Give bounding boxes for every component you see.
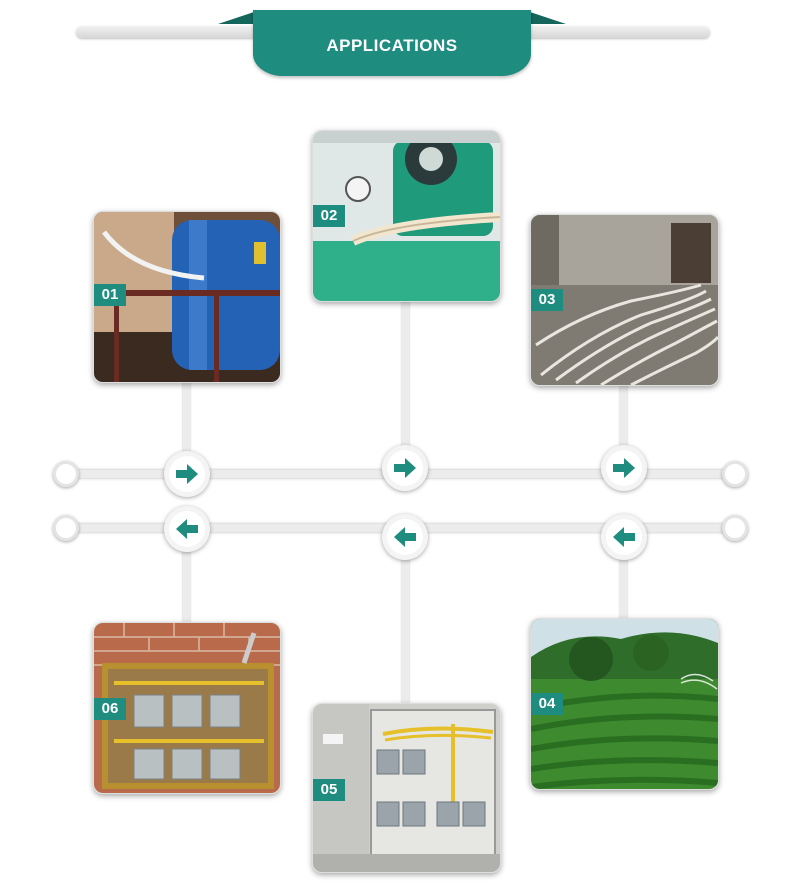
node-05	[382, 514, 428, 560]
arrow-left-icon	[613, 527, 635, 547]
application-number-06: 06	[94, 698, 126, 720]
node-04	[601, 514, 647, 560]
node-03	[601, 445, 647, 491]
arrow-right-icon	[394, 458, 416, 478]
application-photo-01	[94, 212, 280, 382]
application-card-03: 03	[530, 214, 719, 386]
application-number-01: 01	[94, 284, 126, 306]
application-photo-05	[313, 704, 500, 872]
timeline-top-end-cap	[722, 461, 748, 487]
application-card-01: 01	[93, 211, 281, 383]
node-02	[382, 445, 428, 491]
application-photo-02	[313, 131, 500, 301]
ribbon-fold-right	[530, 12, 566, 24]
connector-04	[620, 536, 627, 620]
node-06	[164, 506, 210, 552]
timeline-bottom-start-cap	[53, 515, 79, 541]
page-title: APPLICATIONS	[326, 36, 458, 55]
connector-02	[402, 300, 409, 467]
timeline-bottom-end-cap	[722, 515, 748, 541]
application-card-02: 02	[312, 130, 501, 302]
connector-05	[402, 536, 409, 704]
arrow-left-icon	[176, 519, 198, 539]
node-01	[164, 451, 210, 497]
arrow-right-icon	[613, 458, 635, 478]
application-photo-04	[531, 619, 718, 789]
connector-06	[183, 528, 190, 624]
header-ribbon	[253, 10, 531, 76]
application-number-04: 04	[531, 693, 563, 715]
timeline-top-start-cap	[53, 461, 79, 487]
connector-01	[183, 380, 190, 472]
connector-03	[620, 384, 627, 468]
header-bar-right	[510, 26, 710, 38]
application-card-06: 06	[93, 622, 281, 794]
application-number-02: 02	[313, 205, 345, 227]
header-bar-left	[76, 26, 276, 38]
arrow-right-icon	[176, 464, 198, 484]
application-card-05: 05	[312, 703, 501, 873]
arrow-left-icon	[394, 527, 416, 547]
application-card-04: 04	[530, 618, 719, 790]
application-number-05: 05	[313, 779, 345, 801]
ribbon-fold-left	[218, 12, 254, 24]
application-number-03: 03	[531, 289, 563, 311]
